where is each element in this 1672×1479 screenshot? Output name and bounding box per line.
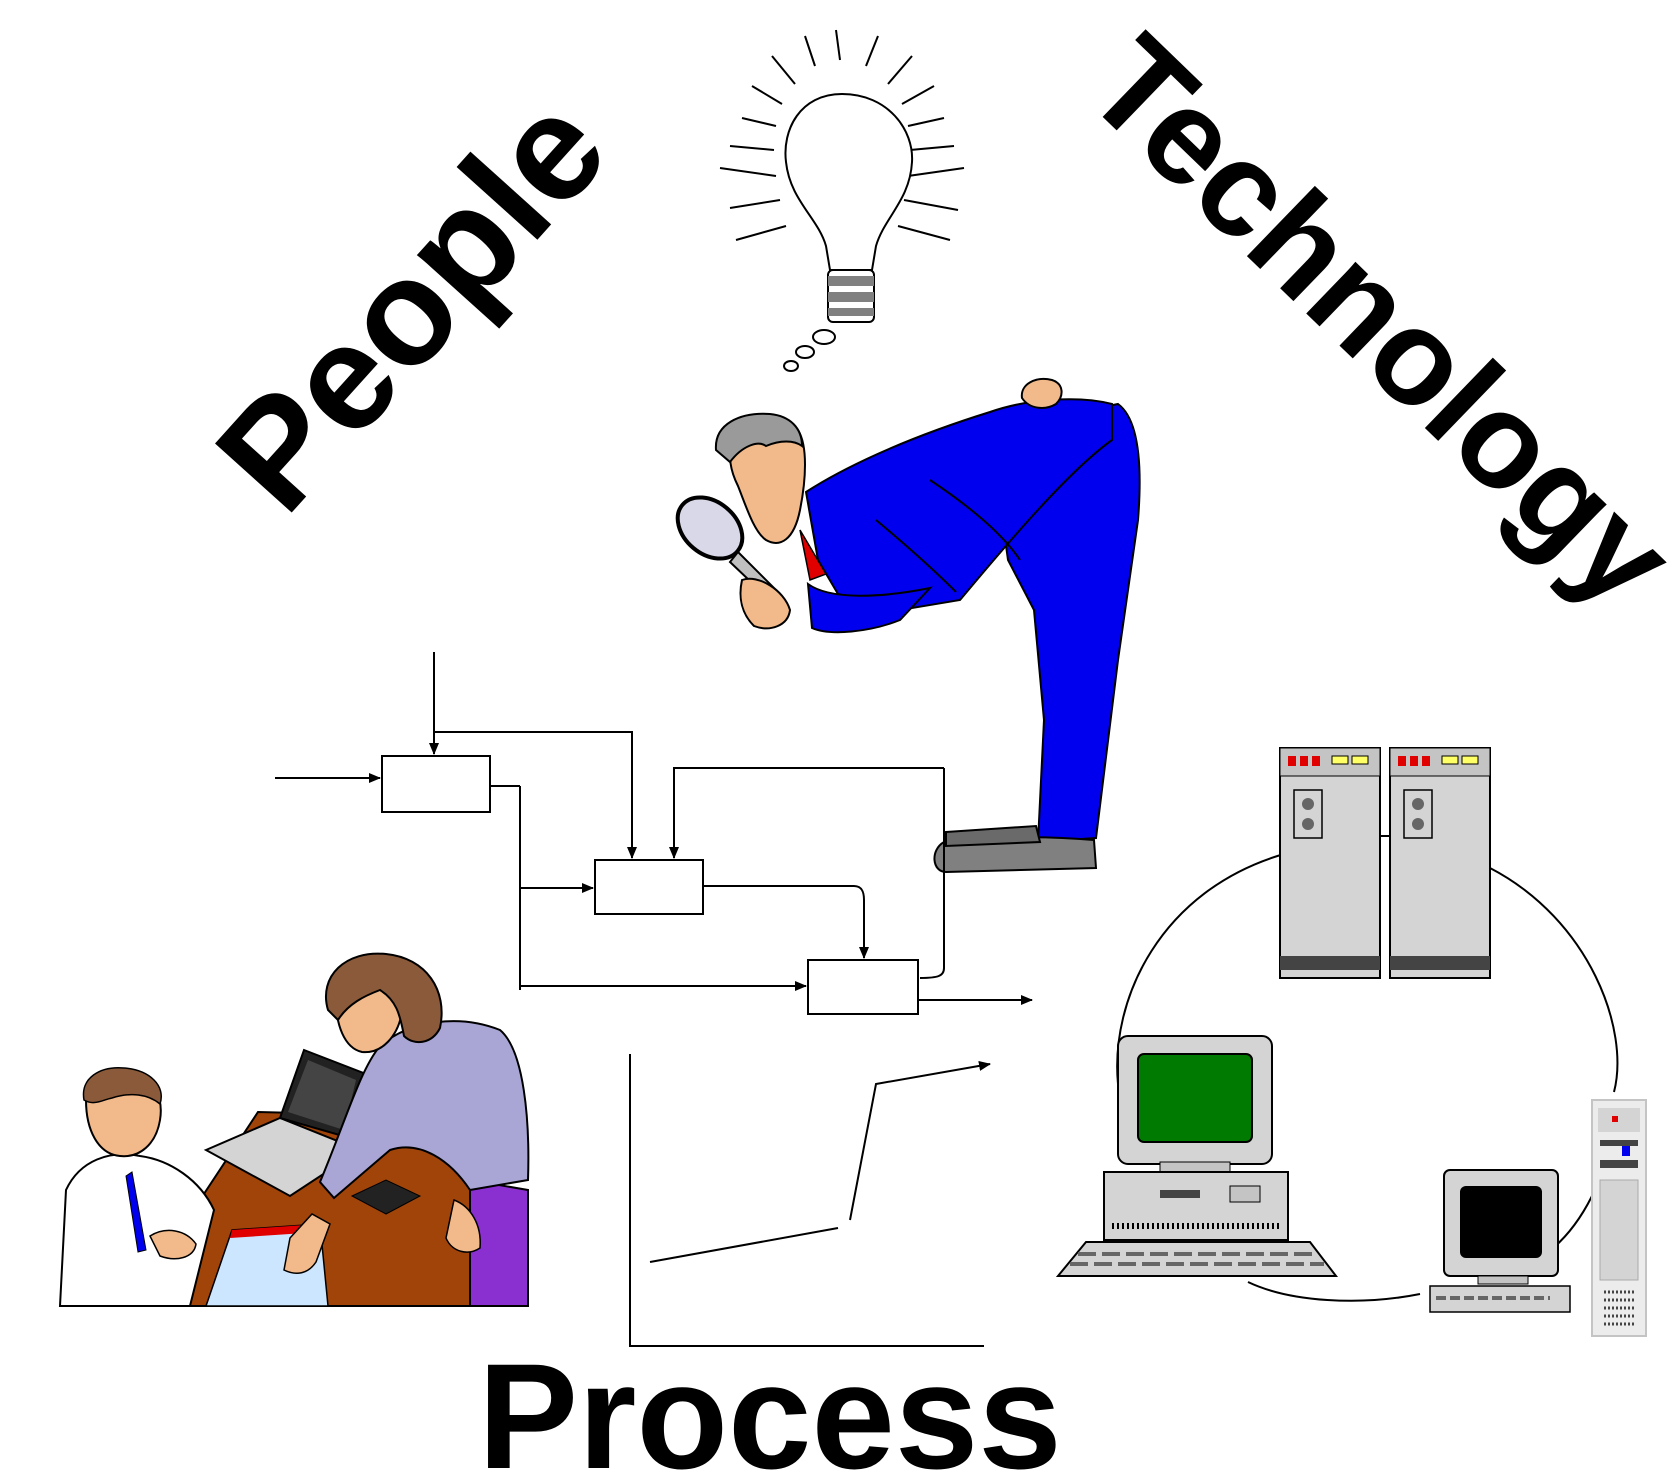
lightbulb-icon — [719, 29, 965, 372]
small-computer — [1429, 1169, 1571, 1313]
process-label: Process — [478, 1332, 1062, 1479]
office-workers-illustration — [58, 952, 530, 1307]
server-tower-2 — [1389, 747, 1491, 979]
process-box-3 — [807, 959, 919, 1015]
tower-computer — [1591, 1099, 1647, 1337]
desktop-computer — [1055, 1035, 1339, 1277]
people-label: People — [184, 63, 638, 541]
process-flow-diagram — [275, 652, 1033, 1015]
process-box-1 — [381, 755, 491, 813]
magnifying-glass-man-illustration — [675, 378, 1141, 874]
server-tower-1 — [1279, 747, 1381, 979]
process-box-2 — [594, 859, 704, 915]
technology-label: Technology — [1060, 7, 1672, 635]
process-trend-graph — [629, 1054, 991, 1347]
computer-network-illustration — [1055, 747, 1647, 1337]
